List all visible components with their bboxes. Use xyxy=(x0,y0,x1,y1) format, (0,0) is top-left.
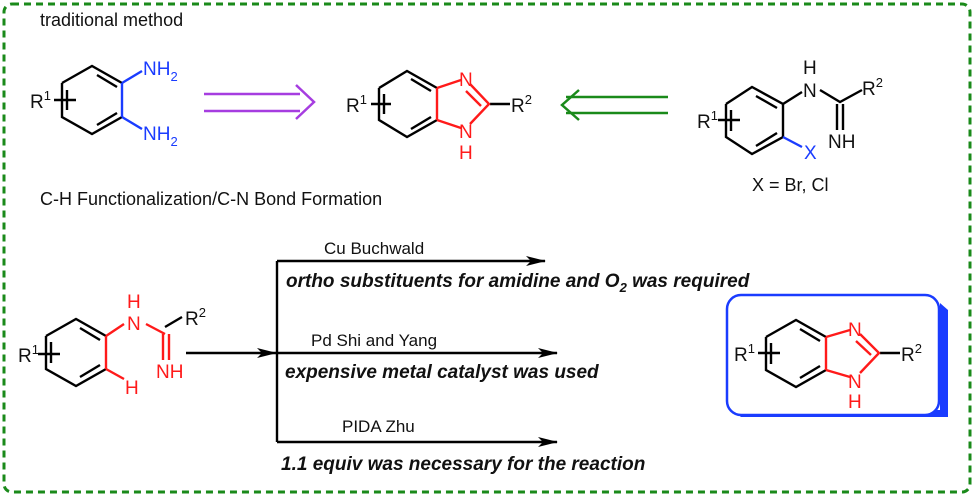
benzimidazole-structure-top: R1 N N H R2 xyxy=(346,69,532,164)
retro-arrow-left-icon xyxy=(560,89,668,121)
title-traditional-method: traditional method xyxy=(40,10,183,30)
route-note-cu: ortho substituents for amidine and O2 wa… xyxy=(286,271,750,295)
atom-h: H xyxy=(459,143,473,164)
atom-r1: R1 xyxy=(734,341,755,366)
atom-r2: R2 xyxy=(901,341,922,366)
benzimidazole-structure-product: R1 N N H R2 xyxy=(734,318,922,413)
atom-nh2-top: NH2 xyxy=(143,59,178,84)
atom-r1: R1 xyxy=(30,88,51,113)
atom-h: H xyxy=(803,58,817,79)
atom-nh2-bottom: NH2 xyxy=(143,124,178,149)
reaction-arrows xyxy=(186,256,558,447)
halide-note: X = Br, Cl xyxy=(752,175,829,195)
atom-r1: R1 xyxy=(346,92,367,117)
atom-n: N xyxy=(127,314,141,335)
route-condition-cu: Cu Buchwald xyxy=(324,239,424,258)
atom-n: N xyxy=(459,122,473,143)
retro-arrow-right-icon xyxy=(204,84,316,120)
diamine-structure: R1 NH2 NH2 xyxy=(30,59,178,149)
atom-n: N xyxy=(848,372,862,393)
atom-nh: NH xyxy=(828,132,855,153)
product-box xyxy=(725,293,948,417)
route-note-pida: 1.1 equiv was necessary for the reaction xyxy=(281,454,645,475)
atom-n: N xyxy=(459,70,473,91)
route-condition-pida: PIDA Zhu xyxy=(342,417,415,436)
atom-r2: R2 xyxy=(862,75,883,100)
subtitle-ch-functionalization: C-H Functionalization/C-N Bond Formation xyxy=(40,189,382,209)
atom-x: X xyxy=(804,143,817,164)
atom-r1: R1 xyxy=(697,108,718,133)
aryl-amidine-structure: R1 H N R2 NH H xyxy=(18,292,206,399)
atom-h: H xyxy=(848,392,862,413)
atom-n: N xyxy=(848,320,862,341)
haloaryl-amidine-structure: R1 H N R2 NH X xyxy=(697,58,883,164)
atom-n: N xyxy=(803,81,817,102)
route-condition-pd: Pd Shi and Yang xyxy=(311,331,437,350)
atom-nh: NH xyxy=(156,362,183,383)
atom-r1: R1 xyxy=(18,342,39,367)
route-note-pd: expensive metal catalyst was used xyxy=(285,362,599,383)
atom-r2: R2 xyxy=(185,305,206,330)
dashed-border xyxy=(2,2,972,494)
atom-h: H xyxy=(125,378,139,399)
atom-h: H xyxy=(127,292,141,313)
atom-r2: R2 xyxy=(511,92,532,117)
